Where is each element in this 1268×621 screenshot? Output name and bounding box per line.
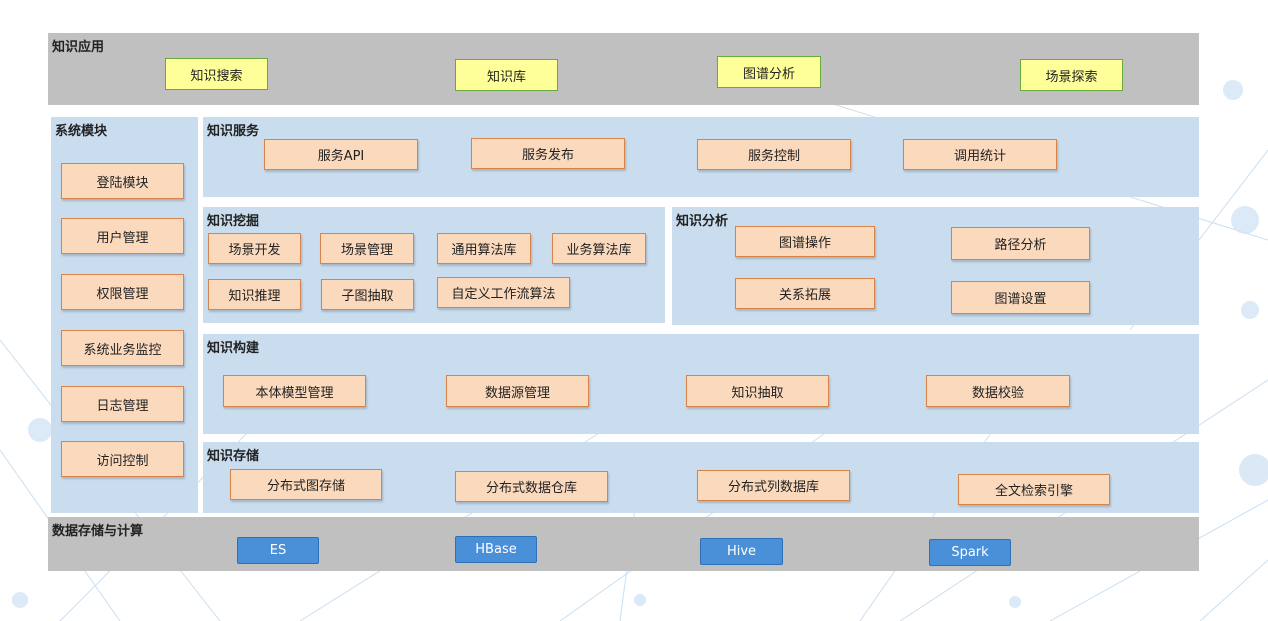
call-statistics-box[interactable]: 调用统计 <box>903 139 1057 170</box>
knowledge-analysis-title: 知识分析 <box>676 214 729 229</box>
knowledge-service-panel: 知识服务 服务API 服务发布 服务控制 调用统计 <box>203 117 1199 197</box>
relation-expansion-box[interactable]: 关系拓展 <box>735 278 875 309</box>
service-control-box[interactable]: 服务控制 <box>697 139 851 170</box>
log-management-box[interactable]: 日志管理 <box>61 386 184 422</box>
knowledge-application-layer: 知识应用 知识搜索 知识库 图谱分析 场景探索 <box>48 33 1199 105</box>
distributed-column-database-box[interactable]: 分布式列数据库 <box>697 470 850 501</box>
es-box[interactable]: ES <box>237 537 319 564</box>
graph-settings-box[interactable]: 图谱设置 <box>951 281 1090 314</box>
data-source-management-box[interactable]: 数据源管理 <box>446 375 589 407</box>
knowledge-building-panel: 知识构建 本体模型管理 数据源管理 知识抽取 数据校验 <box>203 334 1199 434</box>
knowledge-analysis-panel: 知识分析 图谱操作 路径分析 关系拓展 图谱设置 <box>672 207 1199 325</box>
hive-box[interactable]: Hive <box>700 538 783 565</box>
service-api-box[interactable]: 服务API <box>264 139 418 170</box>
user-management-box[interactable]: 用户管理 <box>61 218 184 254</box>
data-validation-box[interactable]: 数据校验 <box>926 375 1070 407</box>
common-algorithm-library-box[interactable]: 通用算法库 <box>437 233 531 264</box>
knowledge-mining-title: 知识挖掘 <box>207 214 260 229</box>
spark-box[interactable]: Spark <box>929 539 1011 566</box>
business-algorithm-library-box[interactable]: 业务算法库 <box>552 233 646 264</box>
hbase-box[interactable]: HBase <box>455 536 537 563</box>
system-module-panel: 系统模块 登陆模块 用户管理 权限管理 系统业务监控 日志管理 访问控制 <box>51 117 198 513</box>
distributed-graph-storage-box[interactable]: 分布式图存储 <box>230 469 382 500</box>
knowledge-reasoning-box[interactable]: 知识推理 <box>208 279 301 310</box>
graph-operation-box[interactable]: 图谱操作 <box>735 226 875 257</box>
system-module-title: 系统模块 <box>55 124 108 139</box>
knowledge-storage-panel: 知识存储 分布式图存储 分布式数据仓库 分布式列数据库 全文检索引擎 <box>203 442 1199 513</box>
subgraph-extraction-box[interactable]: 子图抽取 <box>321 279 414 310</box>
scene-management-box[interactable]: 场景管理 <box>320 233 414 264</box>
permission-management-box[interactable]: 权限管理 <box>61 274 184 310</box>
graph-analysis-box[interactable]: 图谱分析 <box>717 56 821 88</box>
knowledge-building-title: 知识构建 <box>207 341 260 356</box>
path-analysis-box[interactable]: 路径分析 <box>951 227 1090 260</box>
access-control-box[interactable]: 访问控制 <box>61 441 184 477</box>
system-business-monitor-box[interactable]: 系统业务监控 <box>61 330 184 366</box>
knowledge-search-box[interactable]: 知识搜索 <box>165 58 268 90</box>
knowledge-service-title: 知识服务 <box>207 124 260 139</box>
login-module-box[interactable]: 登陆模块 <box>61 163 184 199</box>
knowledge-mining-panel: 知识挖掘 场景开发 场景管理 通用算法库 业务算法库 知识推理 子图抽取 自定义… <box>203 207 665 323</box>
knowledge-extraction-box[interactable]: 知识抽取 <box>686 375 829 407</box>
scene-exploration-box[interactable]: 场景探索 <box>1020 59 1123 91</box>
custom-workflow-algorithm-box[interactable]: 自定义工作流算法 <box>437 277 570 308</box>
knowledge-base-box[interactable]: 知识库 <box>455 59 558 91</box>
data-storage-compute-title: 数据存储与计算 <box>52 524 144 539</box>
service-publish-box[interactable]: 服务发布 <box>471 138 625 169</box>
knowledge-storage-title: 知识存储 <box>207 449 260 464</box>
fulltext-search-engine-box[interactable]: 全文检索引擎 <box>958 474 1110 505</box>
ontology-model-management-box[interactable]: 本体模型管理 <box>223 375 366 407</box>
distributed-data-warehouse-box[interactable]: 分布式数据仓库 <box>455 471 608 502</box>
scene-development-box[interactable]: 场景开发 <box>208 233 301 264</box>
data-storage-compute-layer: 数据存储与计算 ES HBase Hive Spark <box>48 517 1199 571</box>
knowledge-application-title: 知识应用 <box>52 40 105 55</box>
